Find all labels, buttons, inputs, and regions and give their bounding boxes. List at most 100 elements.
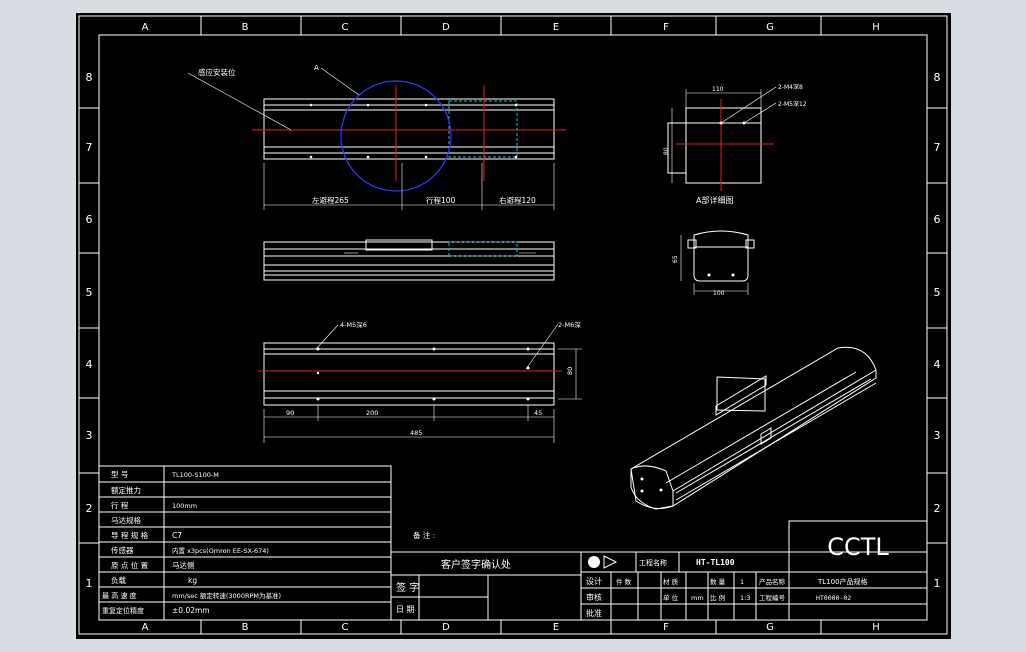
spec-value: mm/sec 额定转速(3000RPM为基准) [172, 591, 281, 600]
note-m4: 2-M4深8 [778, 83, 803, 91]
dim-end-width: 100 [713, 290, 725, 297]
isometric-view [630, 346, 877, 510]
detail-a-leader: A [314, 64, 319, 72]
row-label-right: 8 [934, 71, 941, 84]
spec-value: 内置 x3pcs(Omron EE-SX-674) [172, 546, 269, 555]
col-label-bottom: B [242, 622, 249, 633]
spec-value: kg [188, 576, 197, 585]
row-label-left: 8 [86, 71, 93, 84]
remark-label: 备 注 : [413, 530, 435, 540]
cad-viewport[interactable]: A B C D E F G H A B C D E F G H 8 7 6 5 … [76, 13, 951, 639]
spec-label: 马达规格 [111, 515, 141, 525]
dim-90: 90 [286, 409, 294, 417]
title-block [390, 520, 928, 621]
row-label-left: 2 [86, 502, 93, 515]
detail-circle-a [340, 80, 452, 192]
inner-border [98, 34, 928, 621]
spec-label: 传感器 [111, 545, 134, 555]
drawing-no-label: 工程编号 [759, 593, 786, 602]
sign-label: 签 字 [396, 581, 419, 594]
approve-label: 批准 [586, 608, 602, 618]
quantity-col: 件 数 [616, 577, 632, 586]
row-label-left: 7 [86, 141, 93, 154]
col-label-top: F [663, 22, 669, 33]
spec-value: TL100-S100-M [171, 471, 219, 479]
row-label-left: 6 [86, 213, 93, 226]
review-label: 审核 [586, 592, 602, 602]
section-caption: A部详细图 [696, 195, 733, 205]
col-label-top: H [872, 22, 880, 33]
dim-end-height: 65 [672, 255, 679, 263]
col-label-bottom: C [342, 622, 349, 633]
product-name-label: 产品名称 [759, 577, 786, 586]
spec-label: 行 程 [111, 500, 129, 510]
section-detail-a [667, 86, 777, 191]
spec-value: C7 [172, 531, 182, 540]
customer-confirm-label: 客户签字确认处 [441, 558, 511, 571]
row-label-right: 4 [934, 358, 941, 371]
row-label-left: 5 [86, 286, 93, 299]
date-label: 日 期 [396, 605, 415, 614]
row-label-left: 4 [86, 358, 93, 371]
spec-label: 型 号 [111, 470, 128, 479]
dim-stroke: 行程100 [426, 195, 456, 205]
sensor-note: 感应安装位 [198, 67, 236, 77]
note-m5: 2-M5深12 [778, 100, 807, 108]
dim-left-travel: 左避程265 [312, 195, 349, 205]
col-label-top: G [766, 22, 774, 33]
qty-value: 1 [740, 578, 744, 586]
col-label-bottom: E [553, 622, 559, 633]
spec-label: 重复定位精度 [102, 606, 144, 615]
spec-value: ±0.02mm [172, 606, 210, 615]
dim-height: 80 [566, 367, 574, 375]
spec-label: 最 高 速 度 [102, 591, 137, 600]
drawing-no-value: HT0000-02 [816, 594, 851, 602]
dim-200: 200 [366, 409, 378, 417]
cad-drawing: A B C D E F G H A B C D E F G H 8 7 6 5 … [78, 15, 948, 635]
row-label-right: 1 [934, 577, 941, 590]
col-label-bottom: H [872, 622, 880, 633]
dim-section-width: 110 [712, 86, 724, 93]
scale-label: 比 例 [710, 593, 725, 602]
row-label-right: 7 [934, 141, 941, 154]
material-label: 材 质 [663, 577, 679, 586]
dim-total-length: 485 [410, 429, 422, 437]
col-label-top: A [142, 22, 149, 33]
note-holes-right: 2-M6深 [558, 320, 581, 329]
spec-value: 马达侧 [172, 560, 195, 570]
scale-value: 1:3 [740, 594, 750, 602]
dim-45: 45 [534, 409, 542, 417]
col-label-top: D [442, 22, 450, 33]
row-label-left: 3 [86, 429, 93, 442]
top-view [187, 67, 566, 210]
col-label-bottom: D [442, 622, 450, 633]
row-label-right: 2 [934, 502, 941, 515]
col-label-bottom: G [766, 622, 774, 633]
unit-label: 单 位 [663, 593, 679, 602]
dim-right-travel: 右避程120 [499, 195, 536, 205]
stroke-region [448, 100, 518, 158]
spec-table [98, 465, 392, 621]
unit-value: mm [691, 594, 704, 602]
spec-label: 导 程 规 格 [111, 530, 149, 540]
dim-section-height: 80 [663, 147, 670, 155]
zone-ticks [79, 16, 947, 634]
side-view [263, 239, 555, 281]
col-label-top: E [553, 22, 559, 33]
row-label-right: 3 [934, 429, 941, 442]
spec-value: 100mm [172, 502, 197, 510]
project-value: HT-TL100 [696, 558, 735, 567]
qty-label: 数 量 [710, 577, 726, 586]
row-label-right: 6 [934, 213, 941, 226]
product-name-value: TL100产品规格 [817, 577, 868, 586]
row-label-left: 1 [86, 577, 93, 590]
col-label-top: B [242, 22, 249, 33]
col-label-top: C [342, 22, 349, 33]
col-label-bottom: A [142, 622, 149, 633]
spec-label: 额定推力 [111, 485, 141, 495]
note-holes-left: 4-M5深6 [340, 320, 367, 329]
outer-border [78, 15, 948, 635]
end-view [680, 230, 755, 295]
project-label: 工程名称 [639, 558, 667, 567]
design-label: 设计 [586, 576, 602, 586]
